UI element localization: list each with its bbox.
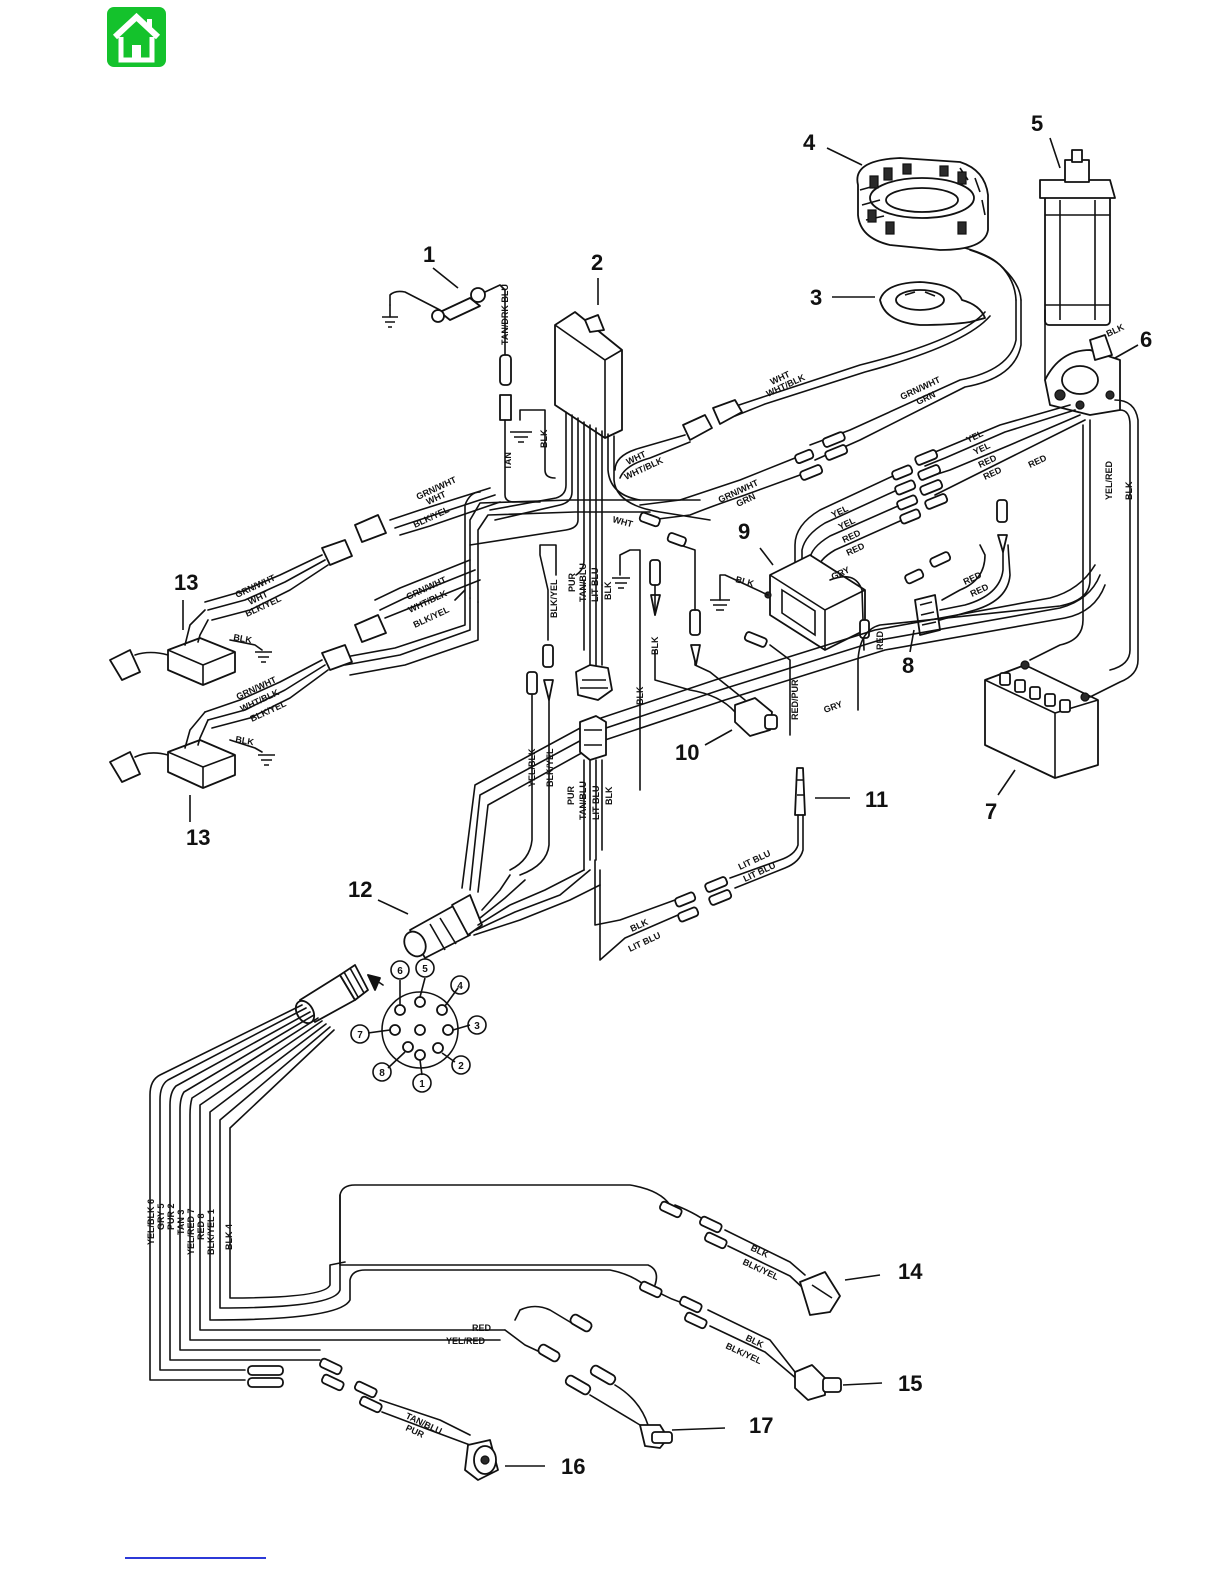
key-switch	[464, 1439, 499, 1481]
wire-label: BLK/YEL	[549, 579, 559, 618]
coil-connector-lower	[321, 614, 387, 671]
temp-sensor	[794, 767, 806, 816]
wire-label: BLK	[1124, 481, 1134, 500]
wire-label: BLK	[233, 632, 253, 645]
callout-15: 15	[898, 1371, 922, 1396]
wire-label: TAN/DRK BLU	[500, 284, 510, 345]
home-button[interactable]	[107, 7, 166, 67]
wire-label: LIT BLU	[591, 786, 601, 821]
ignition-coil-upper	[109, 637, 236, 686]
wire-label: YEL/RED	[446, 1336, 486, 1346]
rectifier	[764, 554, 866, 651]
temp-switch	[639, 1424, 673, 1449]
callout-7: 7	[985, 799, 997, 824]
wire-label: BLK	[539, 429, 549, 448]
wire-label: RED	[875, 630, 885, 650]
wire-label: BLK/YEL	[741, 1257, 781, 1283]
wire-label: TAN/BLU	[578, 563, 588, 602]
pin-2-label: 2	[458, 1061, 464, 1072]
callout-5: 5	[1031, 111, 1043, 136]
home-icon	[112, 12, 161, 63]
callout-12: 12	[348, 877, 372, 902]
trigger	[879, 281, 986, 326]
pin-8-label: 8	[379, 1068, 385, 1079]
callout-14: 14	[898, 1259, 923, 1284]
battery	[984, 660, 1099, 779]
callout-1: 1	[423, 242, 435, 267]
wire-label: BLK/YEL	[545, 748, 555, 787]
pin-6-label: 6	[397, 966, 403, 977]
stator-connector	[682, 399, 743, 441]
starter-motor	[1039, 149, 1116, 326]
wire-label: GRY	[822, 699, 843, 715]
wire-label: BLK	[235, 734, 255, 747]
oil-sender	[794, 1364, 842, 1401]
wire-label: BLK/YEL 1	[206, 1209, 216, 1255]
wire-label: LIT BLU	[590, 568, 600, 603]
wire-label: TAN 3	[176, 1210, 186, 1235]
boat-harness-plug	[294, 964, 369, 1025]
neutral-switch	[734, 697, 778, 737]
bottom-link[interactable]	[125, 1557, 266, 1559]
wire-label: RED	[1027, 453, 1049, 470]
wire-label: BLK	[604, 786, 614, 805]
callout-17: 17	[749, 1413, 773, 1438]
callout-2: 2	[591, 250, 603, 275]
capacitor	[382, 284, 506, 361]
ignition-coil-lower	[109, 739, 236, 789]
callout-13-lower: 13	[186, 825, 210, 850]
wire-label: PUR 2	[166, 1203, 176, 1230]
wire-label: BLK 4	[224, 1224, 234, 1250]
callout-11: 11	[865, 787, 888, 812]
wire-label: RED 8	[196, 1213, 206, 1240]
wire-label: YEL/RED 7	[186, 1208, 196, 1255]
stop-switch	[799, 1271, 841, 1316]
callout-16: 16	[561, 1454, 585, 1479]
choke-solenoid	[914, 594, 941, 636]
callout-13-upper: 13	[174, 570, 198, 595]
wire-label: BLK	[734, 574, 755, 589]
switch-box	[554, 311, 623, 439]
pin-1-label: 1	[419, 1079, 425, 1090]
harness-plug-lower	[579, 715, 607, 761]
callout-10: 10	[675, 740, 699, 765]
wire-label: PUR	[566, 785, 576, 805]
wire-label: GRY 5	[156, 1203, 166, 1230]
callout-6: 6	[1140, 327, 1152, 352]
stator	[856, 157, 989, 251]
coil-connector-upper	[321, 514, 387, 566]
wire-label: WHT	[611, 514, 634, 529]
pin-5-label: 5	[422, 964, 428, 975]
harness-connector	[403, 894, 483, 959]
wire-label: TAN	[503, 452, 513, 470]
pin-diagram: 6 5 4 3 2 1 7 8	[350, 958, 487, 1093]
wire-label: RED/PUR	[790, 679, 800, 720]
wire-label: BLK	[603, 581, 613, 600]
wire-label: PUR	[567, 572, 577, 592]
callout-3: 3	[810, 285, 822, 310]
pin-3-label: 3	[474, 1021, 480, 1032]
wire-label: YEL/BLK 6	[146, 1199, 156, 1245]
solenoid	[1044, 334, 1121, 416]
callout-9: 9	[738, 519, 750, 544]
wire-label: YEL/RED	[1104, 460, 1114, 500]
wire-label: RED	[472, 1323, 492, 1333]
wire-label: TAN/BLU	[578, 781, 588, 820]
callout-8: 8	[902, 653, 914, 678]
harness-plug-upper	[575, 664, 613, 701]
wire-label: YEL/BLK	[527, 748, 537, 787]
pin-7-label: 7	[357, 1030, 363, 1041]
wire-label: BLK	[650, 636, 660, 655]
callout-4: 4	[803, 130, 816, 155]
pin-4-label: 4	[457, 981, 463, 992]
wire-label: BLK	[635, 686, 645, 705]
